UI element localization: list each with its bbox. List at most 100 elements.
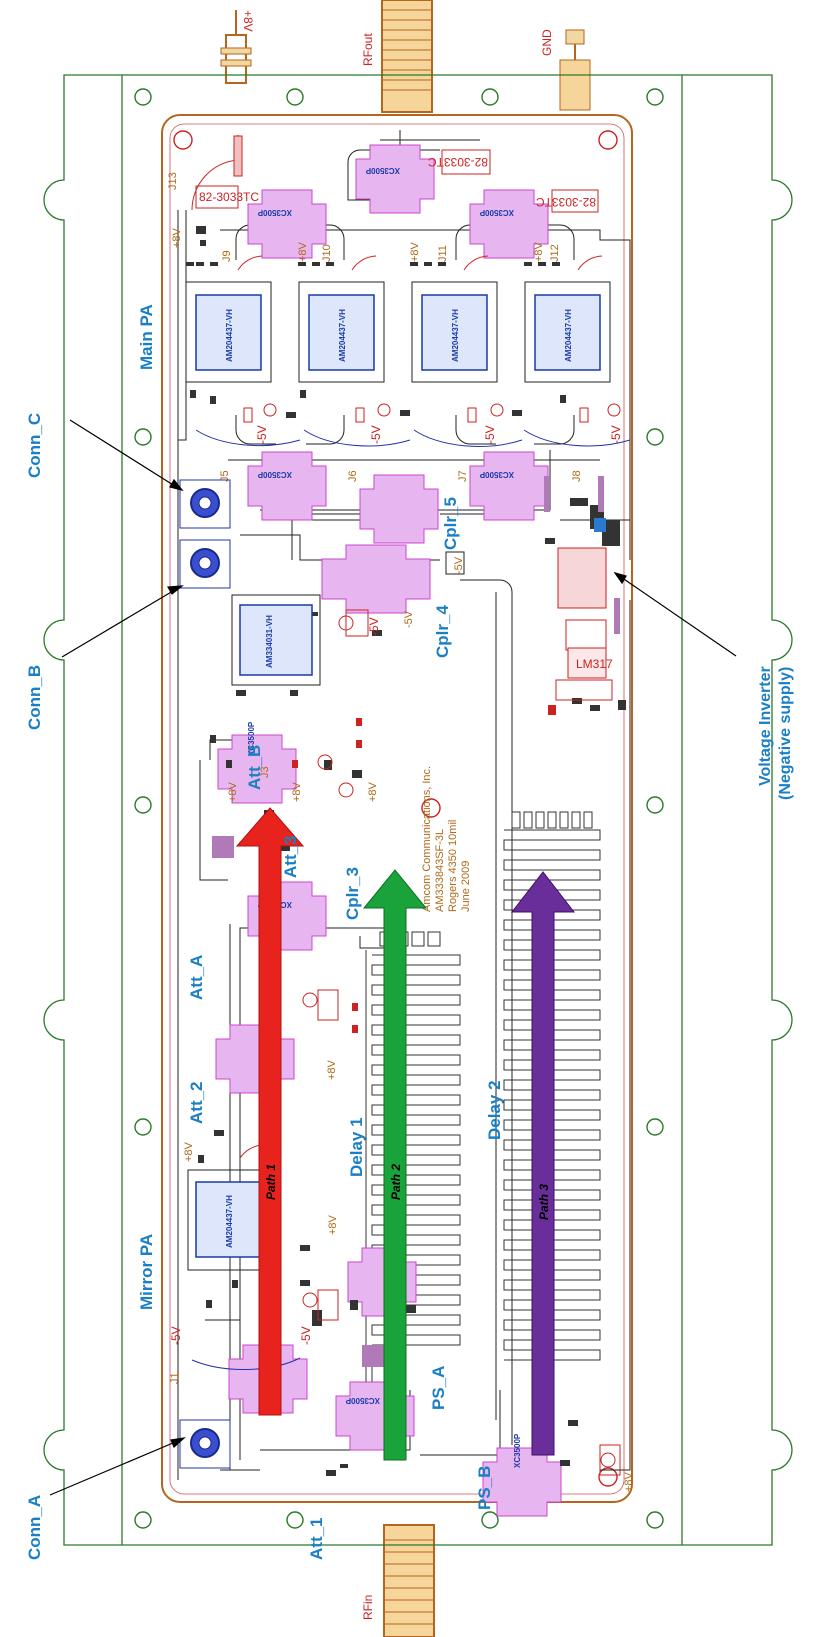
label-delay-2: Delay 2 <box>485 1080 504 1140</box>
label-att-b: Att_B <box>245 745 264 790</box>
svg-text:June 2009: June 2009 <box>460 861 472 912</box>
svg-text:XC3500P: XC3500P <box>257 208 292 217</box>
gnd-connector-label: GND <box>540 29 554 56</box>
svg-text:-5V: -5V <box>299 1326 313 1345</box>
gnd-connector <box>559 29 591 111</box>
label-voltage-inverter-2: (Negative supply) <box>777 667 794 800</box>
svg-text:+8V: +8V <box>326 1059 338 1080</box>
svg-text:AM204437-VH: AM204437-VH <box>225 309 234 362</box>
main-pa-chips: AM204437-VH AM204437-VH AM204437-VH AM20… <box>185 281 611 383</box>
svg-text:XC3500P: XC3500P <box>345 1396 380 1405</box>
path-3-label: Path 3 <box>537 1184 551 1220</box>
mounting-holes <box>134 88 664 1529</box>
annotation-arrows <box>49 419 737 1496</box>
label-ps-b: PS_B <box>475 1466 494 1510</box>
svg-text:+8V: +8V <box>327 1214 339 1235</box>
svg-text:J7: J7 <box>457 470 469 482</box>
label-conn-c: Conn_C <box>25 413 44 478</box>
svg-text:+8V: +8V <box>291 781 303 802</box>
svg-text:J6: J6 <box>347 470 359 482</box>
svg-text:AM204437-VH: AM204437-VH <box>451 309 460 362</box>
trace-lines <box>177 139 631 1480</box>
rfin-connector <box>383 1524 435 1637</box>
svg-text:LM317: LM317 <box>576 657 613 671</box>
svg-text:-5V: -5V <box>169 1326 183 1345</box>
svg-text:+8V: +8V <box>409 241 421 262</box>
plus8v-connector-label: +8V <box>241 10 255 32</box>
label-cplr-5: Cplr_5 <box>441 497 460 550</box>
svg-text:-5V: -5V <box>403 610 415 628</box>
svg-text:AM334031-VH: AM334031-VH <box>265 615 274 668</box>
svg-text:XC3500P: XC3500P <box>513 1433 522 1468</box>
path-2-arrow: Path 2 <box>362 869 428 1461</box>
label-ps-a: PS_A <box>429 1366 448 1410</box>
label-cplr-3: Cplr_3 <box>343 867 362 920</box>
svg-text:AM204437-VH: AM204437-VH <box>225 1195 234 1248</box>
misc-silk: +8V +8V +8V +8V +8V +8V -5V -5V -5V J3 <box>227 551 635 1492</box>
label-cplr-4: Cplr_4 <box>433 605 452 658</box>
svg-text:+8V: +8V <box>171 227 183 248</box>
label-att-3: Att_3 <box>281 835 300 878</box>
svg-text:+8V: +8V <box>367 781 379 802</box>
voltage-inverter-block: LM317 <box>555 518 613 701</box>
main-pa-bias-wires <box>191 135 631 447</box>
svg-text:82-3033TC: 82-3033TC <box>536 195 596 209</box>
svg-text:82-3033TC: 82-3033TC <box>199 190 259 204</box>
svg-text:Rogers 4350 10mil: Rogers 4350 10mil <box>447 820 459 912</box>
rfin-connector-label: RFin <box>361 1595 375 1620</box>
svg-text:J3: J3 <box>259 766 271 778</box>
svg-text:-5V: -5V <box>367 617 381 636</box>
svg-text:-5V: -5V <box>609 425 623 444</box>
svg-text:AM204437-VH: AM204437-VH <box>338 309 347 362</box>
svg-text:+8V: +8V <box>533 241 545 262</box>
svg-text:J10: J10 <box>321 244 333 262</box>
rfout-connector-label: RFout <box>361 33 375 66</box>
label-att-1: Att_1 <box>307 1517 326 1560</box>
sma-connectors <box>179 479 231 1469</box>
driver-amplifier: AM334031-VH <box>231 594 321 686</box>
path-3-arrow: Path 3 <box>510 871 576 1456</box>
svg-text:-5V: -5V <box>453 556 465 574</box>
delay-2-meander <box>503 811 601 1361</box>
label-conn-a: Conn_A <box>25 1495 44 1560</box>
svg-text:+8V: +8V <box>227 781 239 802</box>
label-voltage-inverter-1: Voltage Inverter <box>757 666 774 786</box>
main-pa-silk: +8V +8V +8V +8V -5V -5V -5V -5V J13 J9 J… <box>167 172 623 482</box>
svg-text:J1: J1 <box>169 1372 181 1384</box>
svg-text:Amcom Communications, Inc.: Amcom Communications, Inc. <box>421 766 433 912</box>
smd-red-components <box>243 407 589 1033</box>
svg-text:XC3500P: XC3500P <box>479 470 514 479</box>
label-main-pa: Main PA <box>137 304 156 370</box>
svg-text:-5V: -5V <box>255 425 269 444</box>
svg-text:-5V: -5V <box>483 425 497 444</box>
svg-text:+8V: +8V <box>623 1471 635 1492</box>
label-mirror-pa: Mirror PA <box>137 1234 156 1310</box>
svg-text:J5: J5 <box>219 470 231 482</box>
path-2-label: Path 2 <box>389 1164 403 1200</box>
path-1-arrow: Path 1 <box>235 807 305 1416</box>
label-delay-1: Delay 1 <box>347 1117 366 1177</box>
svg-text:J13: J13 <box>167 172 179 190</box>
label-att-2: Att_2 <box>187 1081 206 1124</box>
pcb-outline <box>161 114 633 1503</box>
potentiometers <box>263 403 621 1476</box>
grey-pads <box>212 476 620 1367</box>
svg-text:+8V: +8V <box>297 241 309 262</box>
svg-text:AM204437-VH: AM204437-VH <box>564 309 573 362</box>
svg-text:XC3500P: XC3500P <box>257 470 292 479</box>
svg-text:82-3033TC: 82-3033TC <box>428 155 488 169</box>
svg-text:J9: J9 <box>221 250 233 262</box>
plus8v-connector <box>220 10 252 84</box>
rfout-connector <box>381 0 433 113</box>
svg-text:J8: J8 <box>571 470 583 482</box>
svg-text:J11: J11 <box>437 245 449 262</box>
label-att-a: Att_A <box>187 955 206 1000</box>
svg-text:XC3500P: XC3500P <box>479 208 514 217</box>
combiner-parts: 82-3033TC 82-3033TC 82-3033TC <box>195 149 599 213</box>
svg-text:+8V: +8V <box>183 1141 195 1162</box>
svg-text:AM333843SF-3L: AM333843SF-3L <box>434 829 446 912</box>
svg-text:XC3500P: XC3500P <box>247 721 256 756</box>
svg-text:-5V: -5V <box>369 425 383 444</box>
label-conn-b: Conn_B <box>25 665 44 730</box>
